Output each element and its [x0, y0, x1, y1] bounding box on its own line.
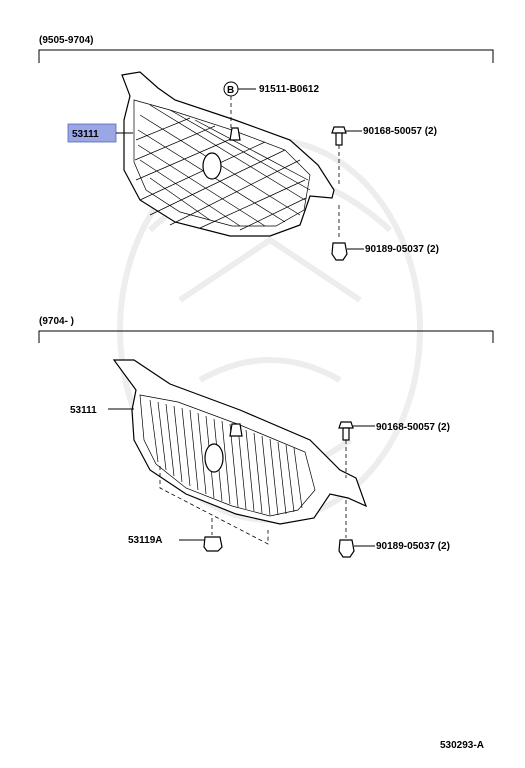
grille-top [121, 71, 335, 237]
clip-icon [331, 205, 348, 261]
clip-icon [338, 500, 355, 558]
section-2-bracket [38, 330, 494, 343]
screw-icon [338, 421, 354, 478]
svg-text:B: B [227, 85, 234, 96]
section-1-bracket [38, 49, 494, 63]
diagram-id: 530293-A [440, 740, 484, 751]
callout-53111-bottom[interactable]: 53111 [70, 405, 97, 416]
callout-91511-b0612[interactable]: 91511-B0612 [259, 84, 319, 95]
section-1-period: (9505-9704) [39, 35, 93, 46]
callout-53111-top[interactable]: 53111 [72, 129, 99, 140]
section-2-period: (9704- ) [39, 316, 74, 327]
callout-90189-05037-bottom[interactable]: 90189-05037 (2) [376, 541, 450, 552]
retainer-icon [203, 536, 223, 552]
callout-53119a[interactable]: 53119A [128, 535, 162, 546]
grille-bottom [112, 359, 368, 525]
callout-90168-50057-bottom[interactable]: 90168-50057 (2) [376, 422, 450, 433]
callout-90189-05037-top[interactable]: 90189-05037 (2) [365, 244, 439, 255]
callout-90168-50057-top[interactable]: 90168-50057 (2) [363, 126, 437, 137]
screw-icon [331, 126, 347, 185]
retainer-dashed-leader [159, 466, 269, 545]
